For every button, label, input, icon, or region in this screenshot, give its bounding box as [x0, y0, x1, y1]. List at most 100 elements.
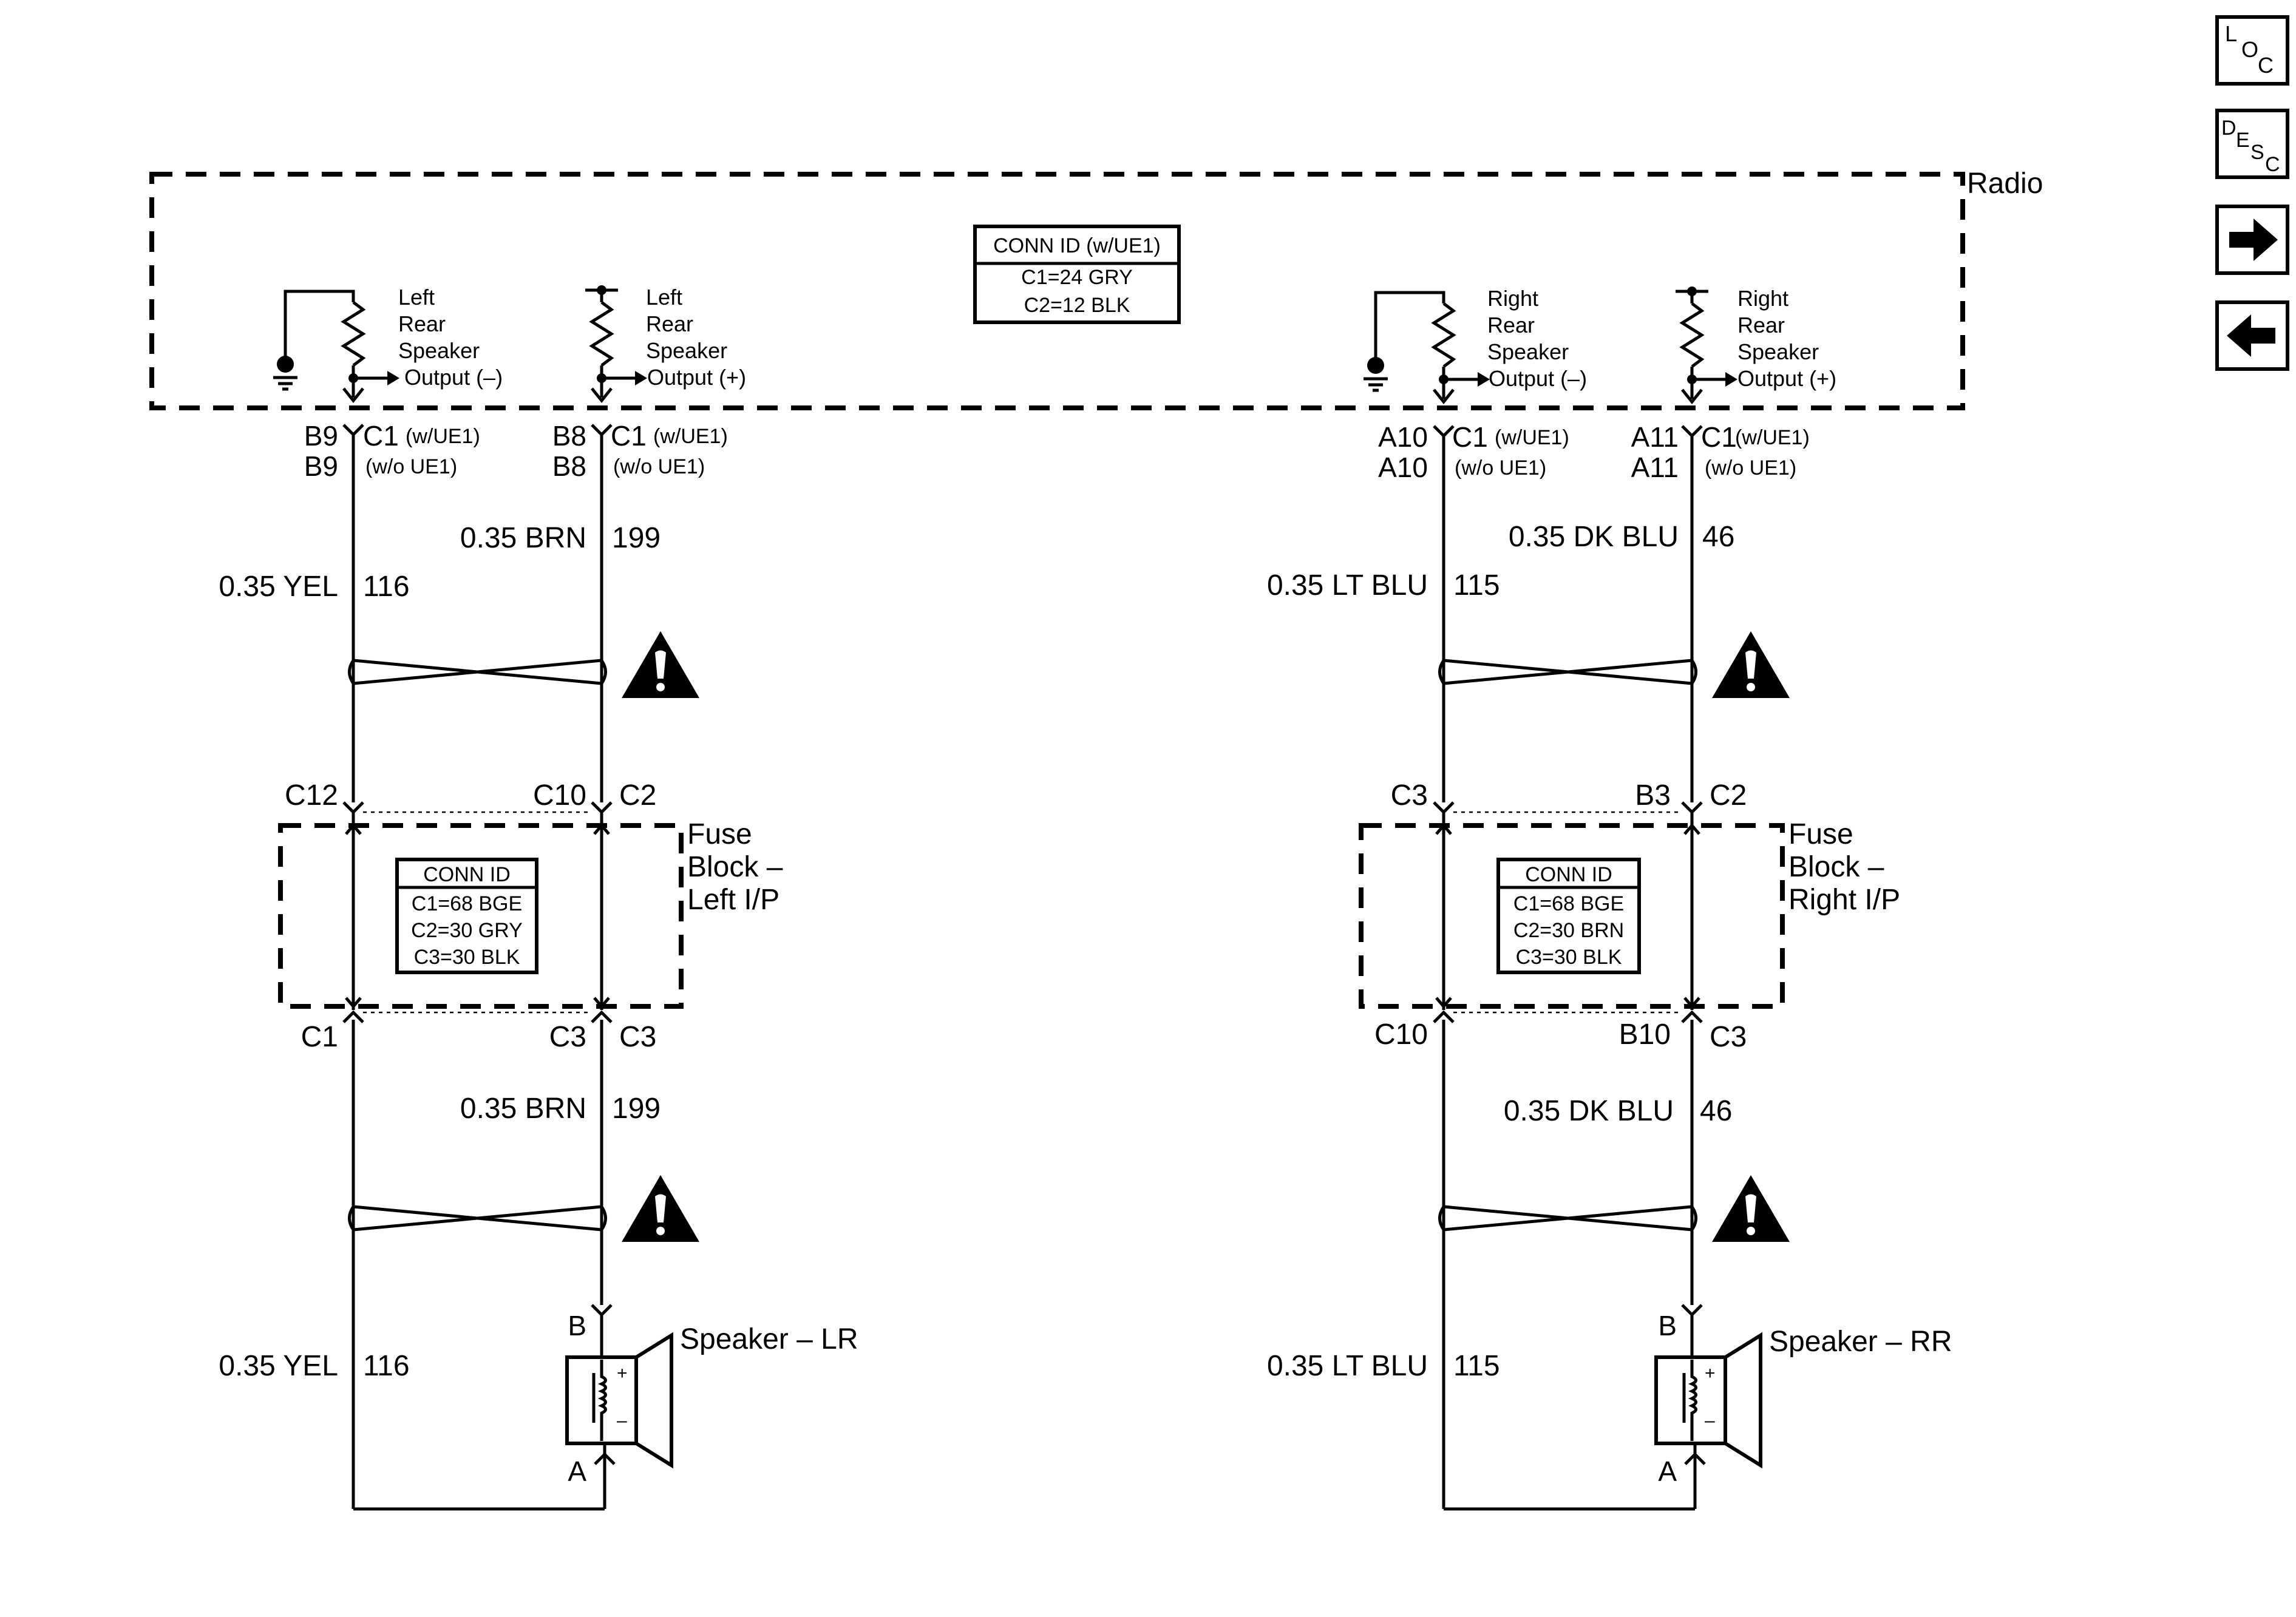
- speaker-coil-icon: [1682, 1360, 1697, 1441]
- desc-letter-e: E: [2236, 129, 2250, 152]
- output-label: Rear: [1737, 313, 1785, 337]
- output-label: Speaker: [1487, 339, 1569, 364]
- radio-conn-line: C2=12 BLK: [1024, 294, 1130, 317]
- fuse-block-label: Block –: [687, 851, 783, 883]
- conn-line: C3=30 BLK: [414, 946, 520, 969]
- pin-label: C10: [1374, 1019, 1428, 1051]
- desc-letter-c: C: [2265, 153, 2280, 176]
- output-label: Rear: [398, 311, 446, 336]
- connector-label: C1: [611, 420, 647, 452]
- loc-letter-o: O: [2241, 37, 2258, 62]
- twisted-pair-icon: [348, 1205, 607, 1232]
- left-fuse-conn-id-box: CONN ID C1=68 BGE C2=30 GRY C3=30 BLK: [395, 858, 538, 974]
- right-fuse-conn-id-box: CONN ID C1=68 BGE C2=30 BRN C3=30 BLK: [1496, 858, 1641, 974]
- conn-title: CONN ID: [423, 863, 511, 886]
- conn-line: C1=68 BGE: [412, 892, 522, 915]
- warning-icon: [1712, 1175, 1790, 1242]
- desc-letter-s: S: [2250, 141, 2264, 164]
- fuse-block-label: Right I/P: [1788, 884, 1900, 916]
- speaker-minus-label: –: [1705, 1411, 1715, 1431]
- circuit-number: 46: [1700, 1095, 1732, 1127]
- output-label: Output (–): [1489, 366, 1587, 391]
- output-label: Rear: [1487, 313, 1535, 337]
- option-label: (w/o UE1): [1705, 456, 1796, 480]
- output-label: Speaker: [1737, 339, 1819, 364]
- wire-labels: 0.35 YEL 116 0.35 BRN 199 0.35 LT BLU 11…: [219, 521, 1734, 1382]
- radio-conn-title: CONN ID (w/UE1): [993, 234, 1161, 257]
- radio-conn-id-box: CONN ID (w/UE1) C1=24 GRY C2=12 BLK: [973, 225, 1181, 324]
- rr-plus-output: Right Rear Speaker Output (+): [1676, 286, 1836, 405]
- connector-label: C3: [619, 1021, 656, 1053]
- option-label: (w/o UE1): [365, 455, 457, 478]
- radio-pins-left: B9 B9 C1 (w/UE1) (w/o UE1) B8 B8 C1 (w/U…: [304, 420, 728, 482]
- conn-line: C2=30 GRY: [411, 919, 523, 942]
- warning-icon: [622, 631, 699, 698]
- wire-color-label: 0.35 BRN: [460, 1093, 586, 1125]
- circuit-number: 115: [1453, 1350, 1500, 1382]
- option-label: (w/UE1): [653, 425, 728, 448]
- pin-label: C1: [301, 1021, 338, 1053]
- output-label: Output (–): [404, 365, 503, 390]
- pin-label: B: [568, 1310, 586, 1341]
- pin-label: B10: [1619, 1019, 1671, 1051]
- speaker-coil-icon: [592, 1360, 607, 1441]
- wire-color-label: 0.35 LT BLU: [1267, 569, 1428, 602]
- option-label: (w/o UE1): [1455, 456, 1546, 480]
- fuse-block-label: Fuse: [687, 818, 752, 850]
- output-label: Left: [398, 285, 435, 310]
- pin-label: A: [1658, 1456, 1677, 1487]
- conn-line: C1=68 BGE: [1513, 892, 1624, 915]
- warning-icon: [622, 1175, 699, 1242]
- pin-label: A10: [1378, 452, 1428, 483]
- pin-label: A: [568, 1456, 586, 1487]
- output-label: Right: [1737, 286, 1788, 311]
- speaker-plus-label: +: [1705, 1363, 1716, 1383]
- output-label: Speaker: [398, 338, 480, 363]
- pin-label: B: [1658, 1310, 1677, 1341]
- speaker-lr: B + – A Speaker – LR: [565, 1304, 858, 1487]
- conn-line: C3=30 BLK: [1516, 946, 1622, 969]
- output-label: Left: [646, 285, 682, 310]
- speaker-rr: B + – A Speaker – RR: [1654, 1304, 1952, 1487]
- pin-label: A11: [1631, 421, 1679, 453]
- loc-letter-l: L: [2225, 21, 2237, 46]
- connector-label: C1: [1701, 421, 1737, 453]
- connector-label: C2: [619, 779, 656, 812]
- pin-label: B3: [1635, 779, 1671, 812]
- wires: [352, 435, 1697, 1511]
- fuse-block-label: Block –: [1788, 851, 1884, 883]
- wire-color-label: 0.35 DK BLU: [1504, 1095, 1674, 1127]
- connector-label: C1: [1452, 421, 1488, 453]
- circuit-number: 116: [363, 571, 410, 603]
- circuit-number: 116: [363, 1350, 410, 1382]
- radio-conn-line: C1=24 GRY: [1021, 266, 1133, 289]
- next-button[interactable]: [2215, 205, 2289, 275]
- connector-label: C3: [1710, 1021, 1747, 1053]
- speaker-plus-label: +: [617, 1363, 628, 1383]
- pin-label: B8: [552, 420, 586, 452]
- twisted-pair-icon: [348, 659, 607, 685]
- conn-line: C2=30 BRN: [1513, 919, 1624, 942]
- prev-button[interactable]: [2215, 300, 2289, 371]
- desc-button[interactable]: D E S C: [2215, 109, 2289, 179]
- left-fuse-block: C12 C10 C2 Fuse Block – Left I/P CONN ID…: [278, 779, 783, 1053]
- pin-label: C3: [549, 1021, 586, 1053]
- pin-label: A10: [1378, 421, 1428, 453]
- lr-plus-output: Left Rear Speaker Output (+): [585, 285, 746, 404]
- twisted-pair-icon: [1438, 659, 1697, 685]
- pin-label: B9: [304, 450, 338, 482]
- loc-button[interactable]: L O C: [2215, 15, 2289, 86]
- circuit-number: 46: [1702, 521, 1734, 553]
- arrow-right-icon: [2229, 219, 2278, 261]
- output-label: Speaker: [646, 338, 727, 363]
- connector-label: C2: [1710, 779, 1747, 812]
- ground-icon: [273, 376, 297, 391]
- pin-label: C10: [533, 779, 586, 812]
- circuit-number: 199: [612, 1093, 661, 1125]
- warning-icon: [1712, 631, 1790, 698]
- wire-color-label: 0.35 DK BLU: [1509, 521, 1679, 553]
- pin-label: B9: [304, 420, 338, 452]
- output-label: Rear: [646, 311, 693, 336]
- speaker-minus-label: –: [617, 1411, 627, 1431]
